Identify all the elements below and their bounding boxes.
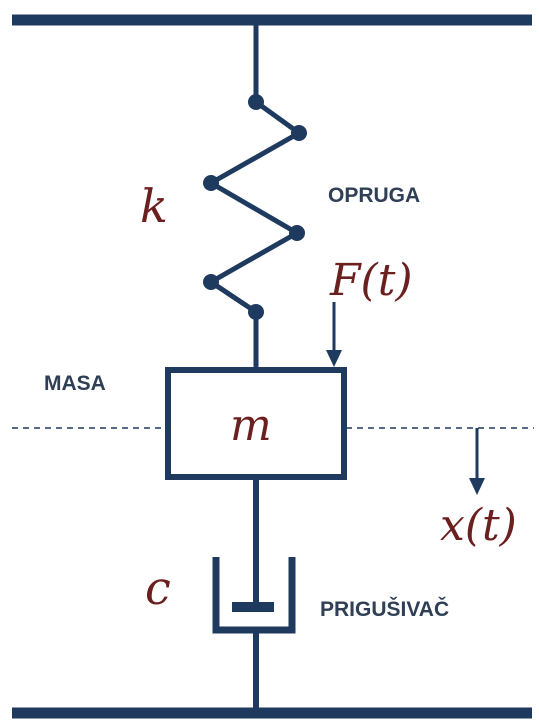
damper-piston xyxy=(232,602,274,612)
mass-symbol-label: m xyxy=(230,400,272,451)
spring-constant-label: k xyxy=(140,179,168,233)
damping-coefficient-label: c xyxy=(145,561,171,615)
spring-joint xyxy=(203,274,219,290)
spring-joint xyxy=(248,94,264,110)
spring-joint xyxy=(203,175,219,191)
force-label: F(t) xyxy=(329,255,413,306)
mass-name-label: MASA xyxy=(44,372,106,395)
spring-joints xyxy=(203,94,307,320)
spring-name-label: OPRUGA xyxy=(328,184,420,207)
spring-joint xyxy=(248,304,264,320)
displacement-arrow xyxy=(469,428,485,495)
force-arrow xyxy=(326,302,342,367)
displacement-label: x(t) xyxy=(440,500,517,551)
damper-name-label: PRIGUŠIVAČ xyxy=(320,597,449,621)
spring-joint xyxy=(291,125,307,141)
spring xyxy=(208,24,302,370)
mass-block xyxy=(165,367,347,480)
spring-joint xyxy=(289,225,305,241)
